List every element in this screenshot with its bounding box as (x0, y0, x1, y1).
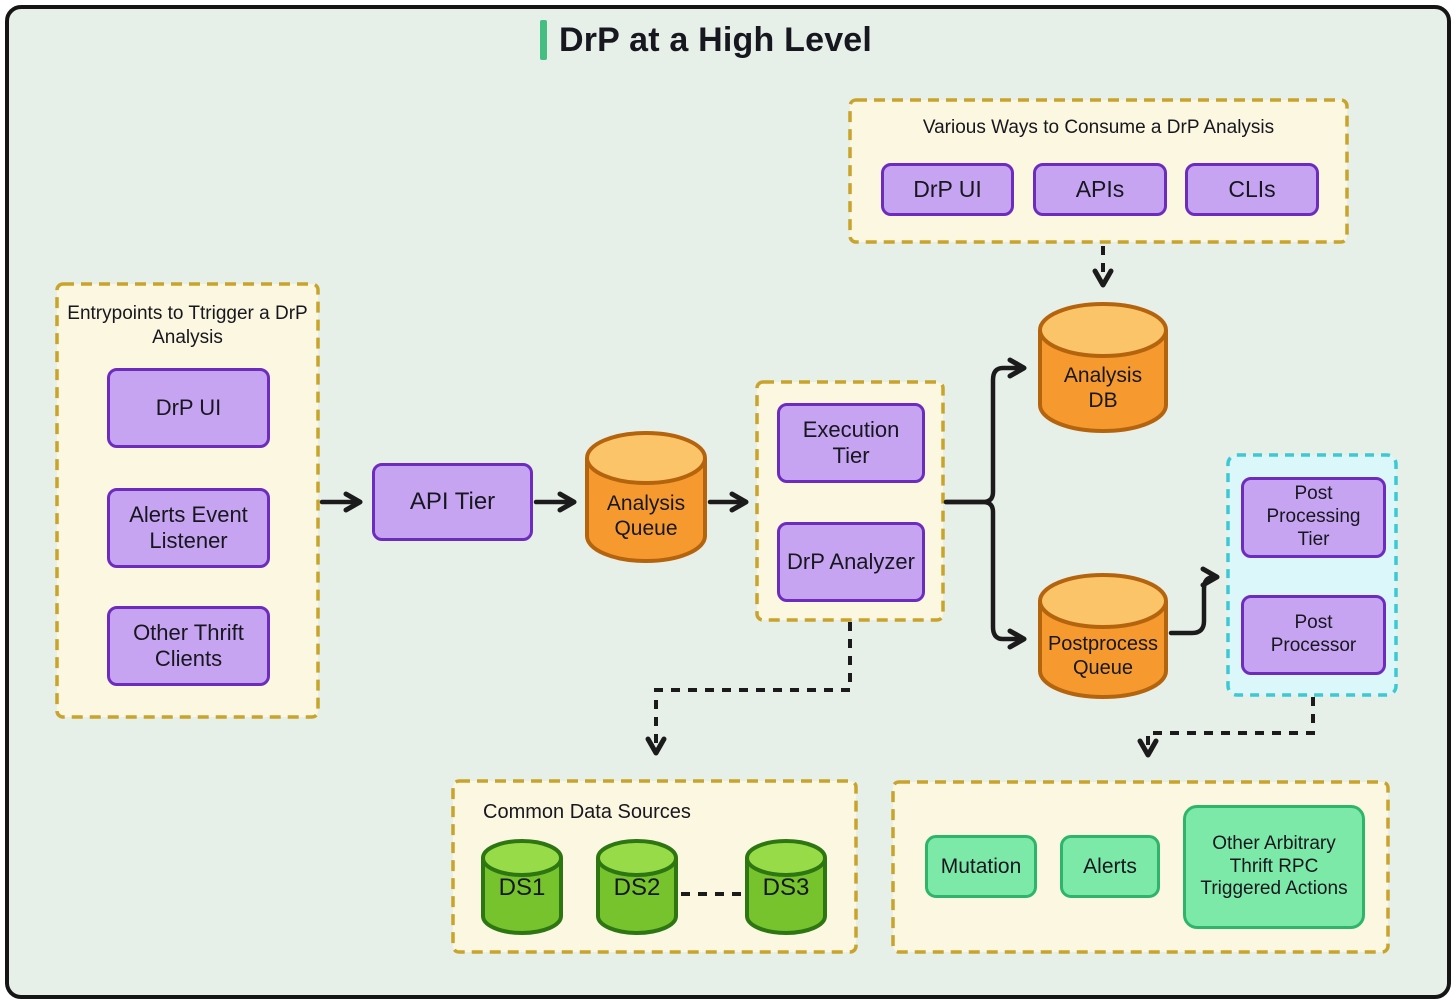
node-mutation: Mutation (925, 835, 1037, 898)
analysis-db-cylinder (1038, 302, 1168, 433)
postprocess-queue-cylinder (1038, 573, 1168, 699)
node-entry-drp-ui: DrP UI (107, 368, 270, 448)
node-post-processing-tier: Post Processing Tier (1241, 477, 1386, 558)
arrow-postprocessor-to-actions (1137, 697, 1315, 758)
node-execution-tier: Execution Tier (777, 403, 925, 483)
node-api-tier: API Tier (372, 463, 533, 541)
node-entry-thrift-clients: Other Thrift Clients (107, 606, 270, 686)
node-drp-analyzer: DrP Analyzer (777, 522, 925, 602)
node-other-thrift-rpc-actions: Other Arbitrary Thrift RPC Triggered Act… (1183, 805, 1365, 929)
node-post-processor: Post Processor (1241, 595, 1386, 675)
analysis-queue-cylinder (585, 431, 707, 563)
arrow-execution-to-postprocessqueue (943, 499, 1027, 650)
node-consume-clis: CLIs (1185, 163, 1319, 216)
ds3-cylinder (745, 839, 827, 935)
datasources-panel-label: Common Data Sources (483, 801, 691, 823)
node-entry-alerts-listener: Alerts Event Listener (107, 488, 270, 568)
entry-panel-label: Entrypoints to Ttrigger a DrP Analysis (67, 303, 308, 348)
analysis-db-label: Analysis DB (1063, 363, 1143, 412)
ds1-cylinder (481, 839, 563, 935)
ds1-label: DS1 (498, 873, 546, 901)
ds3-label: DS3 (762, 873, 810, 901)
consume-panel-label: Various Ways to Consume a DrP Analysis (922, 117, 1275, 138)
arrow-queue-to-postprocessing (1168, 566, 1220, 636)
ds2-label: DS2 (613, 873, 661, 901)
arrow-analyzer-to-datasources (645, 622, 852, 756)
title-accent-bar (540, 20, 547, 60)
diagram-title-block: DrP at a High Level (540, 20, 872, 60)
postprocess-queue-label: Postprocess Queue (1047, 633, 1159, 679)
node-alerts: Alerts (1060, 835, 1160, 898)
page-title: DrP at a High Level (559, 20, 873, 59)
analysis-queue-label: Analysis Queue (606, 491, 686, 540)
node-consume-apis: APIs (1033, 163, 1167, 216)
node-consume-drp-ui: DrP UI (881, 163, 1014, 216)
ds2-cylinder (596, 839, 678, 935)
arrow-execution-to-analysisdb (943, 357, 1027, 505)
